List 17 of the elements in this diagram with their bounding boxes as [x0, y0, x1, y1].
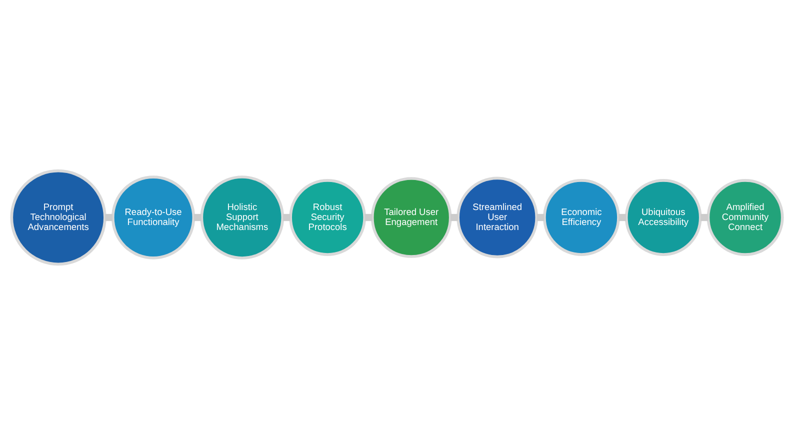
- connector: [364, 214, 372, 222]
- node-circle: Tailored User Engagement: [370, 177, 452, 258]
- connector: [104, 214, 113, 222]
- connector: [536, 214, 544, 222]
- node-circle: Robust Security Protocols: [289, 179, 366, 256]
- node-circle: Holistic Support Mechanisms: [200, 176, 284, 260]
- connector: [282, 214, 290, 222]
- node-circle: Amplified Community Connect: [706, 179, 784, 256]
- node-circle: Prompt Technological Advancements: [10, 169, 106, 266]
- node-circle: Ubiquitous Accessibility: [624, 179, 702, 256]
- node-circle: Ready-to-Use Functionality: [111, 176, 196, 260]
- connector: [700, 214, 708, 222]
- connector: [194, 214, 202, 222]
- node-circle: Economic Efficiency: [543, 179, 620, 256]
- connector: [450, 214, 458, 222]
- connector: [618, 214, 626, 222]
- node-circle: Streamlined User Interaction: [456, 176, 538, 258]
